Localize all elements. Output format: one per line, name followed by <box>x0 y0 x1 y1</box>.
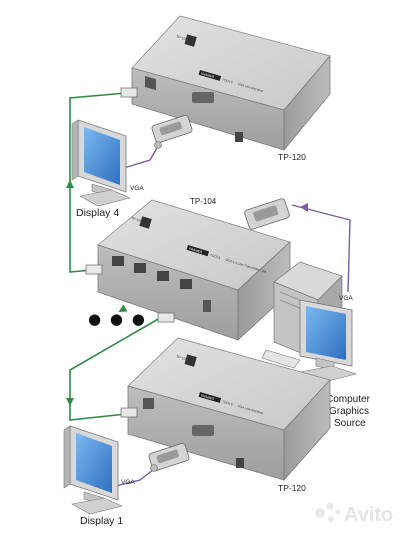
computer-monitor <box>261 299 358 383</box>
device-label-tp-104: TP-104 <box>190 197 217 206</box>
monitor-display-4 <box>71 119 131 207</box>
watermark-text: Avito <box>344 504 393 526</box>
rj45-connector-mid-right <box>157 312 175 323</box>
cat5-cable-bottom <box>69 317 161 421</box>
device-label-tp-120-bottom: TP-120 <box>278 483 306 493</box>
rj45-connector-mid-left <box>85 264 103 275</box>
svg-text:VGA Line Receiver: VGA Line Receiver <box>237 82 265 94</box>
display-4-label: Display 4 <box>76 207 119 219</box>
vga-label-top: VGA <box>130 185 144 192</box>
output-port-1 <box>112 256 124 266</box>
monitor-display-1 <box>63 425 123 515</box>
more-outputs-ellipsis: ● ● ● <box>88 310 147 328</box>
svg-text:TOOLS: TOOLS <box>222 400 233 407</box>
svg-text:VGA Line Receiver: VGA Line Receiver <box>237 404 265 416</box>
arrow-left-icon <box>300 203 308 212</box>
output-port-2 <box>134 263 146 273</box>
vga-connector-source-end <box>244 198 290 230</box>
svg-text:TP-104: TP-104 <box>131 216 143 223</box>
svg-text:TP-120: TP-120 <box>176 34 188 41</box>
svg-text:TP-120: TP-120 <box>176 354 188 361</box>
vga-connector-bottom <box>148 442 190 472</box>
rj45-connector-bottom <box>120 407 138 418</box>
source-label-line-1: Computer <box>326 394 371 405</box>
tp-120-receiver-top: KRAMER TOOLS VGA Line Receiver TP-120 <box>131 15 331 152</box>
source-label-line-2: Graphics <box>329 406 369 417</box>
output-port-4 <box>180 279 192 289</box>
svg-text:TOOLS: TOOLS <box>222 78 233 85</box>
vga-label-source: VGA <box>339 295 353 302</box>
output-port-3 <box>157 271 169 281</box>
arrow-down-icon <box>66 398 74 406</box>
arrow-up-icon <box>66 180 74 188</box>
device-label-tp-120-top: TP-120 <box>278 152 306 162</box>
source-label-line-3: Source <box>334 418 366 429</box>
vga-label-bottom: VGA <box>121 479 135 486</box>
svg-text:TOOLS: TOOLS <box>209 253 220 260</box>
avito-watermark: Avito <box>315 502 393 526</box>
display-1-label: Display 1 <box>80 515 123 527</box>
brand-logo: KRAMER <box>201 71 216 79</box>
rj45-connector-top <box>120 87 138 98</box>
vga-cable-source <box>291 204 351 293</box>
tp-104-transmitter: KRAMER TOOLS VGA 1:4 Line Transmitter / … <box>97 199 291 341</box>
brand-logo: KRAMER <box>201 393 216 401</box>
vga-connector-top <box>151 114 193 149</box>
tp-120-receiver-bottom: KRAMER TOOLS VGA Line Receiver TP-120 <box>127 337 331 482</box>
brand-logo: KRAMER <box>188 246 203 254</box>
arrow-left-icon <box>118 304 128 312</box>
